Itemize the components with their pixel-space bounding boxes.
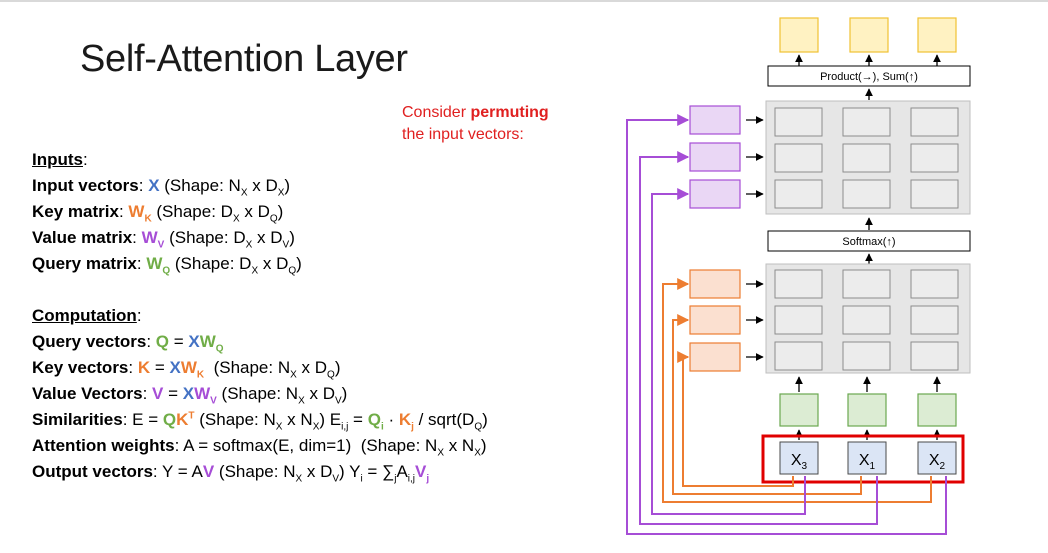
- permute-note-line2: the input vectors:: [402, 126, 524, 143]
- inputs-header: Inputs: [32, 150, 83, 169]
- value-vectors-line: Value Vectors: V = XWV (Shape: NX x DV): [32, 384, 348, 407]
- softmax-label: Softmax(↑): [842, 236, 895, 248]
- computation-header-line: Computation:: [32, 306, 142, 325]
- inputs-header-line: Inputs:: [32, 150, 88, 169]
- input-vectors: [779, 441, 957, 475]
- slide-title: Self-Attention Layer: [80, 38, 408, 80]
- attention-output-cells: [774, 107, 959, 209]
- similarities-line: Similarities: E = QKT (Shape: NX x NX) E…: [32, 410, 488, 433]
- key-vectors: [689, 269, 741, 372]
- permute-note-prefix: Consider: [402, 104, 471, 121]
- query-vectors: [779, 393, 957, 427]
- output-vectors-line: Output vectors: Y = AV (Shape: NX x DV) …: [32, 462, 430, 485]
- key-matrix-line: Key matrix: WK (Shape: DX x DQ): [32, 202, 284, 225]
- key-routing-lines: [662, 278, 932, 503]
- value-vectors: [689, 105, 741, 209]
- definitions-panel: Inputs: Input vectors: X (Shape: NX x DX…: [32, 147, 488, 485]
- input-vectors-line: Input vectors: X (Shape: NX x DX): [32, 176, 291, 199]
- attention-weights-line: Attention weights: A = softmax(E, dim=1)…: [32, 436, 487, 459]
- value-matrix-line: Value matrix: WV (Shape: DX x DV): [32, 228, 295, 251]
- permutation-highlight: [761, 434, 965, 484]
- key-vectors-line: Key vectors: K = XWK (Shape: NX x DQ): [32, 358, 341, 381]
- softmax-bar: [767, 230, 971, 252]
- query-vectors-line: Query vectors: Q = XWQ: [32, 332, 224, 355]
- product-sum-bar: [767, 65, 971, 87]
- product-sum-label: Product(→), Sum(↑): [820, 71, 918, 83]
- computation-header: Computation: [32, 306, 137, 325]
- top-border: [0, 0, 1048, 2]
- permute-note: Consider permuting the input vectors:: [402, 102, 549, 146]
- similarity-cells: [774, 269, 959, 371]
- query-matrix-line: Query matrix: WQ (Shape: DX x DQ): [32, 254, 302, 277]
- output-vectors: [779, 17, 957, 53]
- permute-note-bold: permuting: [470, 104, 549, 121]
- value-routing-lines: [626, 114, 947, 535]
